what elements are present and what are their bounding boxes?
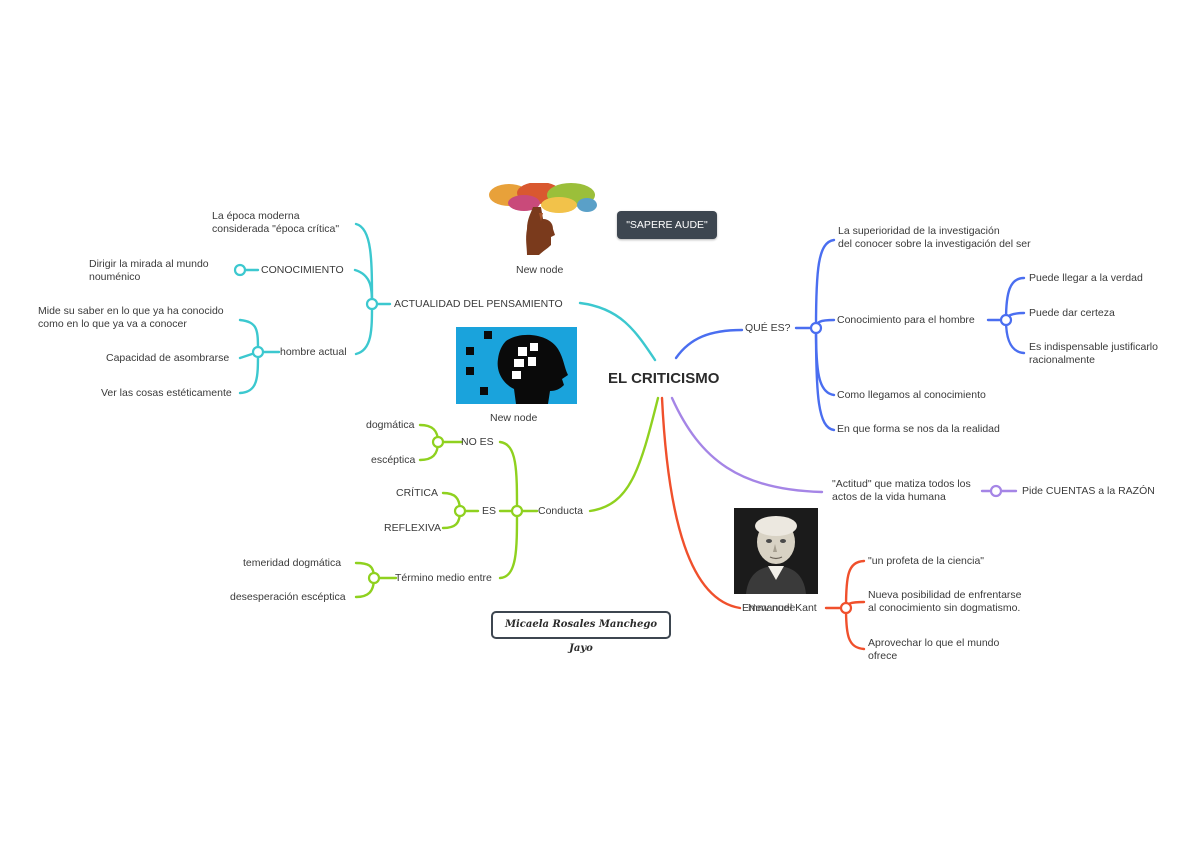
node-hombre-actual[interactable]: hombre actual — [280, 346, 347, 358]
node-actitud-line2[interactable]: actos de la vida humana — [832, 491, 946, 503]
node-mide-line1[interactable]: Mide su saber en lo que ya ha conocido — [38, 305, 224, 317]
node-esteticamente[interactable]: Ver las cosas estéticamente — [101, 387, 232, 399]
node-actitud-line1[interactable]: "Actitud" que matiza todos los — [832, 478, 971, 490]
node-justificarlo-line1[interactable]: Es indispensable justificarlo — [1029, 341, 1158, 353]
node-epoca-line2[interactable]: considerada "época crítica" — [212, 223, 340, 235]
kant-portrait-illustration — [734, 508, 818, 594]
node-desesperacion[interactable]: desesperación escéptica — [230, 591, 346, 603]
node-no-es[interactable]: NO ES — [461, 436, 494, 448]
knob-actualidad[interactable] — [365, 297, 379, 311]
knob-es[interactable] — [453, 504, 467, 518]
node-pide-cuentas[interactable]: Pide CUENTAS a la RAZÓN — [1022, 485, 1155, 497]
node-aprovechar-line1[interactable]: Aprovechar lo que el mundo — [868, 637, 1000, 649]
node-epoca-line1[interactable]: La época moderna — [212, 210, 300, 222]
node-temeridad[interactable]: temeridad dogmática — [243, 557, 342, 569]
node-nueva-line2[interactable]: al conocimiento sin dogmatismo. — [868, 602, 1021, 614]
knob-conocimiento[interactable] — [233, 263, 247, 277]
knob-actitud[interactable] — [989, 484, 1003, 498]
node-critica[interactable]: CRÍTICA — [396, 487, 438, 499]
node-conducta[interactable]: Conducta — [538, 505, 583, 517]
node-verdad[interactable]: Puede llegar a la verdad — [1029, 272, 1143, 284]
node-conocimiento-hombre[interactable]: Conocimiento para el hombre — [837, 314, 975, 326]
tree-head-illustration — [489, 183, 597, 255]
node-asombrarse[interactable]: Capacidad de asombrarse — [106, 352, 230, 364]
node-kant[interactable]: Emmanuel Kant — [742, 602, 817, 614]
knob-que-es[interactable] — [809, 321, 823, 335]
puzzle-head-caption: New node — [490, 412, 538, 424]
node-justificarlo-line2[interactable]: racionalmente — [1029, 354, 1095, 366]
node-profeta[interactable]: "un profeta de la ciencia" — [868, 555, 985, 567]
node-kant-overlay: New node — [748, 602, 796, 614]
tree-head-caption: New node — [516, 264, 564, 276]
sapere-aude-tag[interactable]: "SAPERE AUDE" — [617, 211, 717, 239]
node-certeza[interactable]: Puede dar certeza — [1029, 307, 1115, 319]
node-dirigir-line1[interactable]: Dirigir la mirada al mundo — [89, 258, 209, 270]
node-dirigir-line2[interactable]: nouménico — [89, 271, 141, 283]
node-superioridad-line1[interactable]: La superioridad de la investigación — [838, 225, 1000, 237]
node-termino[interactable]: Término medio entre — [395, 572, 492, 584]
node-nueva-line1[interactable]: Nueva posibilidad de enfrentarse — [868, 589, 1022, 601]
node-es[interactable]: ES — [482, 505, 497, 517]
node-forma-realidad[interactable]: En que forma se nos da la realidad — [837, 423, 1000, 435]
puzzle-head-illustration — [466, 331, 568, 404]
knob-conducta[interactable] — [510, 504, 524, 518]
central-topic[interactable]: EL CRITICISMO — [608, 370, 720, 387]
node-superioridad-line2[interactable]: del conocer sobre la investigación del s… — [838, 238, 1031, 250]
node-aprovechar-line2[interactable]: ofrece — [868, 650, 898, 662]
node-actualidad[interactable]: ACTUALIDAD DEL PENSAMIENTO — [394, 298, 563, 310]
knob-kant[interactable] — [839, 601, 853, 615]
branch-actualidad-lines — [238, 222, 657, 395]
node-que-es[interactable]: QUÉ ES? — [745, 322, 791, 334]
tree-head-image — [489, 183, 597, 259]
author-box[interactable]: Micaela Rosales Manchego Jayo — [491, 611, 671, 654]
knob-conocimiento-hombre[interactable] — [999, 313, 1013, 327]
node-esceptica[interactable]: escéptica — [371, 454, 416, 466]
knob-hombre-actual[interactable] — [251, 345, 265, 359]
node-como-llegamos[interactable]: Como llegamos al conocimiento — [837, 389, 986, 401]
puzzle-head-image — [456, 327, 577, 404]
node-reflexiva[interactable]: REFLEXIVA — [384, 522, 441, 534]
knob-termino[interactable] — [367, 571, 381, 585]
node-conocimiento[interactable]: CONOCIMIENTO — [261, 264, 344, 276]
branch-que-es-lines — [674, 238, 1026, 432]
kant-portrait — [734, 508, 818, 594]
node-dogmatica[interactable]: dogmática — [366, 419, 415, 431]
knob-no-es[interactable] — [431, 435, 445, 449]
node-mide-line2[interactable]: como en lo que ya va a conocer — [38, 318, 187, 330]
